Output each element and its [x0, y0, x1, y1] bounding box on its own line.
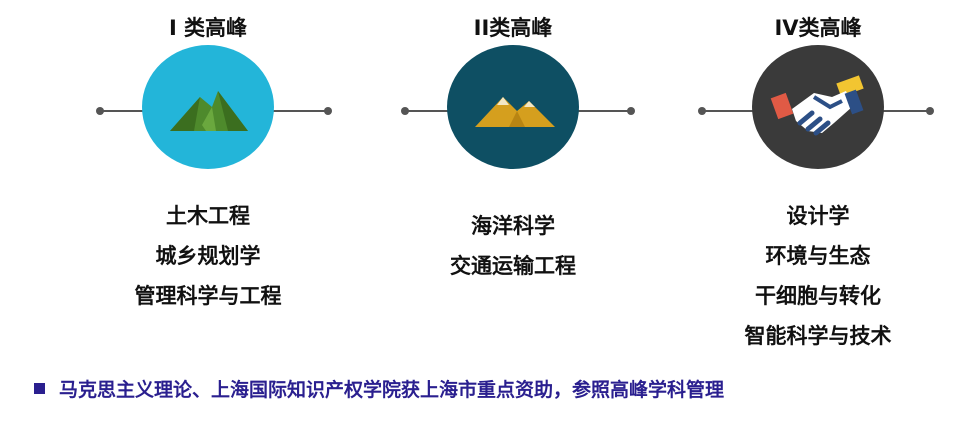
subject-item: 设计学: [786, 204, 850, 228]
column-title: I 类高峰: [168, 16, 248, 40]
connector-dot-right: [926, 107, 934, 115]
subject-item: 海洋科学: [471, 214, 555, 238]
square-bullet-icon: [34, 382, 45, 394]
connector-dot-right: [324, 107, 332, 115]
subject-item: 环境与生态: [765, 244, 871, 268]
subject-item: 智能科学与技术: [744, 324, 892, 348]
subject-list: 土木工程 城乡规划学 管理科学与工程: [58, 196, 358, 316]
subject-item: 土木工程: [166, 204, 250, 228]
category-circle: [752, 45, 884, 169]
subject-item: 干细胞与转化: [755, 284, 881, 308]
subject-item: 管理科学与工程: [134, 284, 282, 308]
footer-text: 马克思主义理论、上海国际知识产权学院获上海市重点资助，参照高峰学科管理: [59, 378, 725, 401]
gold-mountain-icon: [475, 97, 555, 127]
category-circle: [447, 45, 579, 169]
column-title: II类高峰: [473, 16, 553, 40]
footer-note: 马克思主义理论、上海国际知识产权学院获上海市重点资助，参照高峰学科管理: [30, 372, 940, 404]
category-circle: [142, 45, 274, 169]
subject-item: 城乡规划学: [155, 244, 261, 268]
column-title: IV类高峰: [774, 16, 862, 40]
subject-list: 海洋科学 交通运输工程: [363, 206, 663, 286]
subject-list: 设计学 环境与生态 干细胞与转化 智能科学与技术: [668, 196, 953, 356]
subject-item: 交通运输工程: [450, 254, 576, 278]
connector-dot-right: [627, 107, 635, 115]
handshake-icon: [770, 75, 864, 136]
green-mountain-icon: [170, 91, 248, 131]
